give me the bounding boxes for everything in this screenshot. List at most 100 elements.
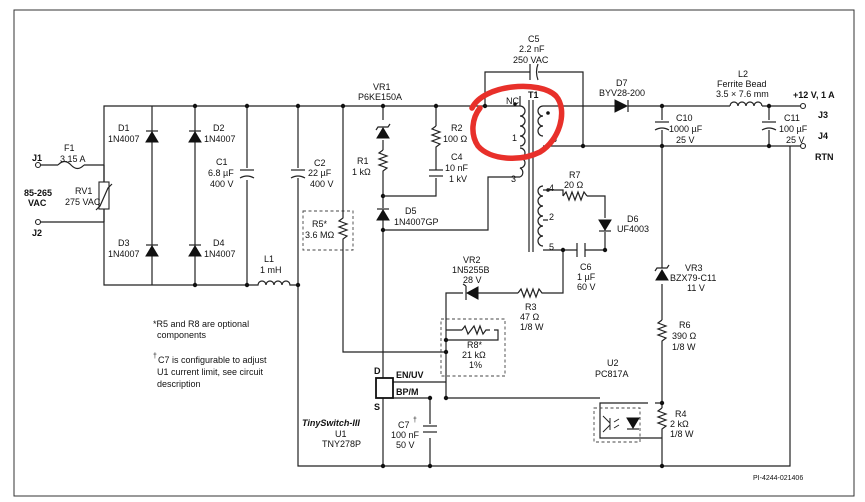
- r5-ref: R5*: [312, 219, 328, 229]
- zener-vr2: VR2 1N5255B 28 V: [452, 255, 490, 300]
- capacitor-c11: C11 100 µF 25 V: [761, 106, 808, 146]
- notes: *R5 and R8 are optional components † C7 …: [153, 319, 267, 389]
- d7-value: BYV28-200: [599, 88, 645, 98]
- controller-u1: D S EN/UV BP/M TinySwitch-III U1 TNY278P: [302, 366, 446, 466]
- c4-voltage: 1 kV: [449, 174, 467, 184]
- capacitor-c7: C7 † 100 nF 50 V: [391, 417, 437, 450]
- t1-ref: T1: [528, 90, 539, 100]
- j2-label: J2: [32, 228, 42, 238]
- inductor-l1: L1 1 mH: [250, 254, 298, 288]
- r3-ref: R3: [525, 302, 537, 312]
- r4-power: 1/8 W: [670, 429, 694, 439]
- junction-bus-1: [380, 103, 386, 109]
- junction-bus-9: [192, 282, 198, 288]
- d3-ref: D3: [118, 238, 130, 248]
- diode-d2: D2 1N4007: [188, 123, 236, 144]
- l1-ref: L1: [264, 254, 274, 264]
- c5-ref: C5: [528, 34, 540, 44]
- input-voltage-label-1: 85-265: [24, 188, 52, 198]
- d3-value: 1N4007: [108, 249, 140, 259]
- u1-pin-en-uv: EN/UV: [396, 370, 424, 380]
- resistor-r2: R2 100 Ω: [430, 123, 468, 150]
- d1-value: 1N4007: [108, 134, 140, 144]
- d5-value: 1N4007GP: [394, 217, 439, 227]
- secondary-wires: [543, 105, 800, 147]
- terminal-j2: [34, 218, 42, 226]
- terminal-j4: [799, 142, 807, 150]
- vr2-ref: VR2: [463, 255, 481, 265]
- rv1-ref: RV1: [75, 186, 92, 196]
- vr1-ref: VR1: [373, 82, 391, 92]
- j4-label: J4: [818, 131, 828, 141]
- junction-sec-2: [659, 103, 665, 109]
- c11-value: 100 µF: [779, 124, 808, 134]
- schematic-border: [13, 9, 855, 497]
- capacitor-c4: C4 10 nF 1 kV: [429, 152, 469, 184]
- d5-ref: D5: [405, 206, 417, 216]
- varistor-rv1: RV1 275 VAC: [65, 165, 113, 222]
- c6-ref: C6: [580, 262, 592, 272]
- u1-family: TinySwitch-III: [302, 418, 360, 428]
- junction-sec-3: [766, 103, 772, 109]
- c6-value: 1 µF: [577, 272, 596, 282]
- junction-fb-2: [443, 349, 449, 355]
- c4-ref: C4: [451, 152, 463, 162]
- r4-ref: R4: [675, 409, 687, 419]
- c7-value: 100 nF: [391, 430, 420, 440]
- j1-label: J1: [32, 153, 42, 163]
- drain-wire: [383, 176, 520, 231]
- junction-u1-1: [427, 395, 433, 401]
- c2-voltage: 400 V: [310, 179, 334, 189]
- diode-d7: D7 BYV28-200: [599, 78, 645, 113]
- junction-sec-5: [766, 143, 772, 149]
- l2-value: Ferrite Bead: [717, 79, 767, 89]
- junction-u1-4: [427, 463, 433, 469]
- t1-nc: NC: [506, 96, 519, 106]
- note-2-symbol: †: [153, 353, 157, 360]
- junction-bus-5: [295, 282, 301, 288]
- u1-pin-bp-m: BP/M: [396, 387, 419, 397]
- l2-size: 3.5 × 7.6 mm: [716, 89, 769, 99]
- r7-value: 20 Ω: [564, 180, 584, 190]
- r8-ref: R8*: [467, 340, 483, 350]
- opto-wires: [446, 146, 663, 466]
- optocoupler-u2: U2 PC817A: [593, 358, 641, 443]
- c5-value: 2.2 nF: [519, 44, 545, 54]
- d6-value: UF4003: [617, 224, 649, 234]
- r2-value: 100 Ω: [443, 134, 468, 144]
- rv1-value: 275 VAC: [65, 197, 101, 207]
- junction-sec-1: [580, 143, 586, 149]
- note-2-line-3: description: [157, 379, 201, 389]
- transformer-t1: T1 NC 1 3 6 4 2 5: [506, 90, 557, 252]
- c2-value: 22 µF: [308, 168, 332, 178]
- bridge-rails: [151, 105, 298, 286]
- input-voltage-label-2: VAC: [28, 198, 47, 208]
- c7-mark: †: [413, 417, 417, 424]
- resistor-r4: R4 2 kΩ 1/8 W: [656, 407, 694, 439]
- highlight-annotation: [469, 83, 565, 161]
- ferrite-l2: L2 Ferrite Bead 3.5 × 7.6 mm: [716, 69, 769, 107]
- diode-d5: D5 1N4007GP: [376, 206, 439, 227]
- junction-bus-6: [244, 282, 250, 288]
- diode-d6: D6 UF4003: [598, 214, 649, 234]
- d2-value: 1N4007: [204, 134, 236, 144]
- t1-pin-1: 1: [512, 133, 517, 143]
- resistor-r5-optional: R5* 3.6 MΩ: [302, 106, 446, 353]
- output-voltage-label: +12 V, 1 A: [793, 90, 835, 100]
- capacitor-c10: C10 1000 µF 25 V: [654, 106, 703, 146]
- r6-ref: R6: [679, 320, 691, 330]
- junction-bus-2: [433, 103, 439, 109]
- c1-value: 6.8 µF: [208, 168, 234, 178]
- u1-value: TNY278P: [322, 439, 361, 449]
- note-1-line-1: *R5 and R8 are optional: [153, 319, 249, 329]
- u1-pin-d: D: [374, 366, 381, 376]
- l2-ref: L2: [738, 69, 748, 79]
- note-1-line-2: components: [157, 330, 207, 340]
- r5-value: 3.6 MΩ: [305, 230, 335, 240]
- vr3-ref: VR3: [685, 263, 703, 273]
- junction-opto-1: [659, 400, 665, 406]
- r1-value: 1 kΩ: [352, 167, 371, 177]
- c1-voltage: 400 V: [210, 179, 234, 189]
- terminal-j1: [34, 161, 42, 169]
